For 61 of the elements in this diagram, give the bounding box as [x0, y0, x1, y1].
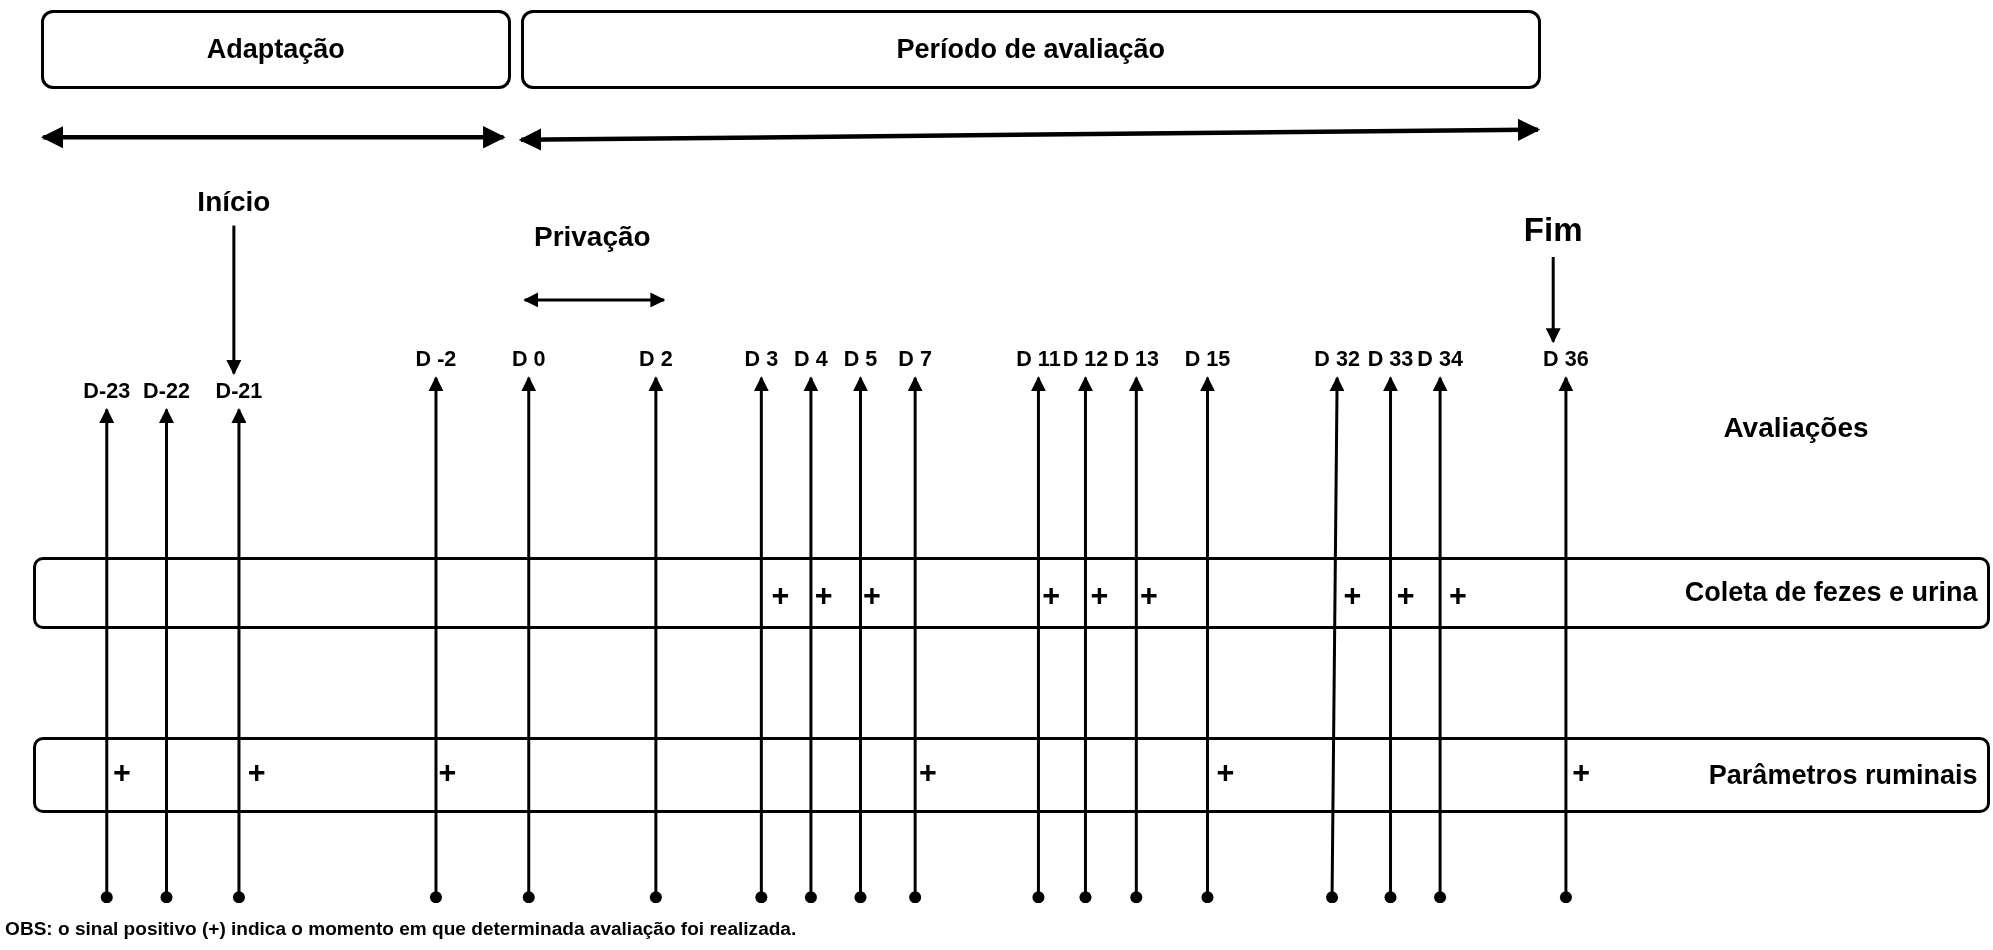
plus-mark: + [1343, 578, 1362, 614]
plus-mark: + [1216, 755, 1235, 790]
day-label: D 4 [794, 345, 828, 372]
timeline-arrow [231, 408, 247, 904]
plus-mark: + [814, 578, 833, 614]
row-label: Avaliações [1723, 411, 1869, 444]
day-label: D 5 [843, 345, 878, 372]
edge-label: Privação [534, 221, 651, 254]
timeline-arrow [521, 376, 537, 904]
timeline-arrow [853, 376, 868, 904]
plus-mark: + [1090, 578, 1109, 614]
timeline-arrow [1128, 376, 1144, 904]
day-label: D 7 [898, 345, 932, 372]
day-label: D 33 [1367, 345, 1414, 372]
day-label: D 32 [1314, 345, 1360, 372]
plus-mark: + [1396, 578, 1415, 614]
plus-mark: + [771, 578, 790, 614]
timeline-arrow [648, 376, 664, 904]
timeline-arrow [1326, 376, 1345, 904]
timeline-arrow [428, 376, 444, 904]
timeline-arrow [159, 408, 174, 904]
timeline-arrow [1200, 376, 1215, 904]
timeline-arrow [1432, 376, 1448, 904]
plus-mark: + [1042, 578, 1061, 614]
timeline-arrow [1077, 376, 1093, 904]
plus-mark: + [1140, 578, 1158, 614]
timeline-arrow [907, 376, 923, 904]
day-label: D 34 [1417, 345, 1463, 372]
day-label: D 12 [1062, 345, 1109, 372]
plus-mark: + [863, 578, 881, 614]
plus-mark: + [1572, 755, 1591, 790]
timeline-arrow [803, 376, 819, 904]
timeline-arrow [99, 408, 115, 904]
day-label: D-21 [215, 377, 263, 404]
arrow [1545, 257, 1561, 344]
phase-box: Adaptação [40, 10, 511, 89]
day-label: D-23 [83, 377, 131, 404]
plus-mark: + [247, 755, 266, 790]
plus-mark: + [113, 755, 131, 790]
timeline-arrow [1383, 376, 1398, 904]
plus-mark: + [918, 755, 937, 790]
arrow [226, 225, 242, 375]
day-label: D 0 [511, 345, 546, 372]
note: OBS: o sinal positivo (+) indica o momento em que determinada avaliação foi realizada. [5, 917, 797, 940]
day-label: D 13 [1113, 345, 1160, 372]
day-label: D 2 [639, 345, 673, 372]
day-label: D 11 [1016, 345, 1061, 372]
day-label: D -2 [415, 345, 457, 372]
timeline-arrow [1030, 376, 1046, 904]
day-label: D 3 [744, 345, 779, 372]
timeline-arrow [1558, 376, 1574, 904]
plus-mark: + [438, 755, 457, 790]
duration-arrow [523, 292, 666, 308]
day-label: D-22 [143, 377, 190, 404]
phase-box: Período de avaliação [521, 10, 1541, 89]
milestone-label: Fim [1523, 211, 1583, 249]
milestone-label: Início [197, 185, 271, 218]
day-label: D 15 [1184, 345, 1231, 372]
plus-mark: + [1448, 578, 1467, 614]
day-label: D 36 [1543, 345, 1589, 372]
timeline-arrow [753, 376, 769, 904]
